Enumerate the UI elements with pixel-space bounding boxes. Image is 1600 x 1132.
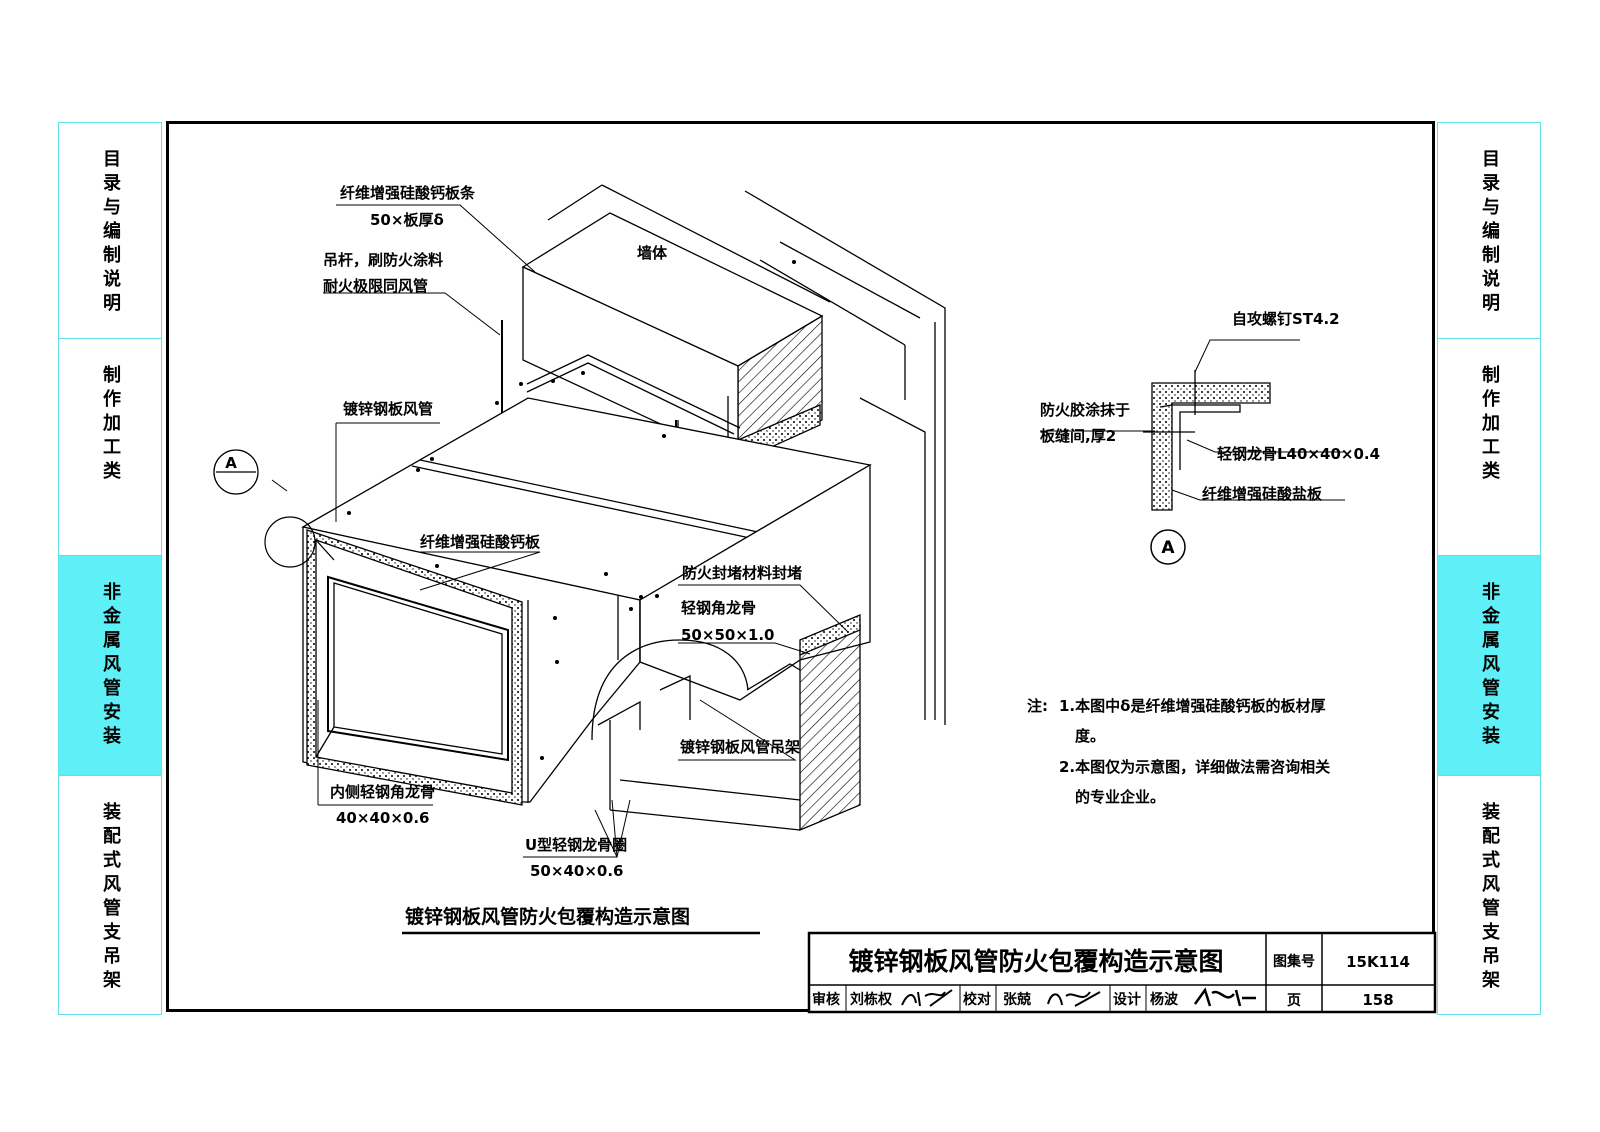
title-block: 镀锌钢板风管防火包覆构造示意图 图集号 15K114 页 158 审核 刘栋权 … [807, 931, 1437, 1014]
sidebar-item-nonmetal-duct[interactable]: 非金属风管安装 [59, 556, 161, 776]
detail-keel: 轻钢龙骨L40×40×0.4 [1217, 445, 1380, 463]
sidebar-item-label: 制作加工类 [1479, 365, 1500, 485]
left-sidebar: 目录与编制说明 制作加工类 非金属风管安装 装配式风管支吊架 [58, 122, 162, 1015]
sidebar-item-label: 非金属风管安装 [100, 582, 121, 750]
screw-dots [347, 260, 796, 760]
callout-rod-2: 耐火极限同风管 [323, 277, 428, 295]
leader-lines [271, 204, 849, 858]
title-block-title: 镀锌钢板风管防火包覆构造示意图 [848, 947, 1223, 976]
detail-glue-1: 防火胶涂抹于 [1040, 401, 1130, 419]
drawing-frame [166, 121, 1435, 1012]
detail-glue-2: 板缝间,厚2 [1040, 427, 1116, 445]
reviewer-signature [901, 989, 953, 1007]
sidebar-item-label: 装配式风管支吊架 [100, 802, 121, 994]
sidebar-item-fabrication[interactable]: 制作加工类 [1438, 339, 1540, 556]
section-marker-circle [264, 516, 316, 568]
detail-a [1040, 339, 1345, 565]
cutaway [591, 614, 861, 831]
callout-inner-2: 40×40×0.6 [336, 809, 429, 827]
callout-hanger: 镀锌钢板风管吊架 [680, 738, 800, 756]
callout-angle-1: 轻钢角龙骨 [681, 599, 756, 617]
wall-beam [521, 184, 831, 464]
sidebar-item-nonmetal-duct[interactable]: 非金属风管安装 [1438, 556, 1540, 776]
notes-line2: 2.本图仅为示意图，详细做法需咨询相关 [1059, 758, 1330, 776]
sidebar-item-assembled-support[interactable]: 装配式风管支吊架 [59, 776, 161, 1014]
sidebar-item-label: 目录与编制说明 [100, 149, 121, 317]
atlas-label: 图集号 [1273, 953, 1315, 970]
notes-line1b: 度。 [1075, 727, 1105, 745]
callout-u-1: U型轻钢龙骨圈 [525, 836, 627, 854]
detail-marker: A [1161, 538, 1175, 558]
detail-screw: 自攻螺钉ST4.2 [1232, 310, 1340, 328]
sidebar-item-catalog[interactable]: 目录与编制说明 [1438, 123, 1540, 339]
sidebar-item-label: 非金属风管安装 [1479, 582, 1500, 750]
checker-name: 张兢 [1003, 991, 1031, 1008]
page-label: 页 [1287, 993, 1301, 1009]
sidebar-item-label: 目录与编制说明 [1479, 149, 1500, 317]
designer-signature [1193, 987, 1256, 1007]
marker-a-left: A [225, 454, 237, 472]
sidebar-item-fabrication[interactable]: 制作加工类 [59, 339, 161, 556]
page-value: 158 [1362, 991, 1393, 1009]
design-label: 设计 [1113, 991, 1141, 1008]
reviewer-name: 刘栋权 [850, 991, 893, 1008]
detail-plate: 纤维增强硅酸盐板 [1202, 485, 1323, 503]
section-marker-label-circle [213, 449, 259, 495]
atlas-value: 15K114 [1346, 953, 1410, 971]
callout-texts: 纤维增强硅酸钙板条 50×板厚δ 吊杆，刷防火涂料 耐火极限同风管 墙体 镀锌钢… [225, 184, 1380, 935]
checker-signature [1047, 991, 1101, 1007]
callout-angle-2: 50×50×1.0 [681, 626, 774, 644]
check-label: 校对 [963, 991, 991, 1008]
iso-drawing [213, 184, 946, 858]
drawing-caption: 镀锌钢板风管防火包覆构造示意图 [405, 905, 690, 928]
callout-inner-1: 内侧轻钢角龙骨 [330, 783, 435, 801]
callout-board: 纤维增强硅酸钙板 [420, 533, 541, 551]
callout-duct: 镀锌钢板风管 [343, 400, 433, 418]
right-sidebar: 目录与编制说明 制作加工类 非金属风管安装 装配式风管支吊架 [1437, 122, 1541, 1015]
sidebar-item-catalog[interactable]: 目录与编制说明 [59, 123, 161, 339]
callout-seal: 防火封堵材料封堵 [682, 564, 802, 582]
sidebar-item-label: 制作加工类 [100, 365, 121, 485]
callout-wall: 墙体 [637, 244, 668, 262]
review-label: 审核 [812, 991, 840, 1008]
sidebar-item-label: 装配式风管支吊架 [1479, 802, 1500, 994]
callout-u-2: 50×40×0.6 [530, 862, 623, 880]
callout-strip-1: 纤维增强硅酸钙板条 [340, 184, 476, 202]
callout-strip-2: 50×板厚δ [370, 211, 444, 229]
notes-line2b: 的专业企业。 [1075, 788, 1165, 806]
callout-rod-1: 吊杆，刷防火涂料 [323, 251, 443, 269]
notes-prefix: 注: [1027, 697, 1048, 715]
sidebar-item-assembled-support[interactable]: 装配式风管支吊架 [1438, 776, 1540, 1014]
designer-name: 杨波 [1150, 991, 1179, 1008]
wall [744, 190, 946, 725]
notes-line1: 1.本图中δ是纤维增强硅酸钙板的板材厚 [1059, 697, 1325, 715]
